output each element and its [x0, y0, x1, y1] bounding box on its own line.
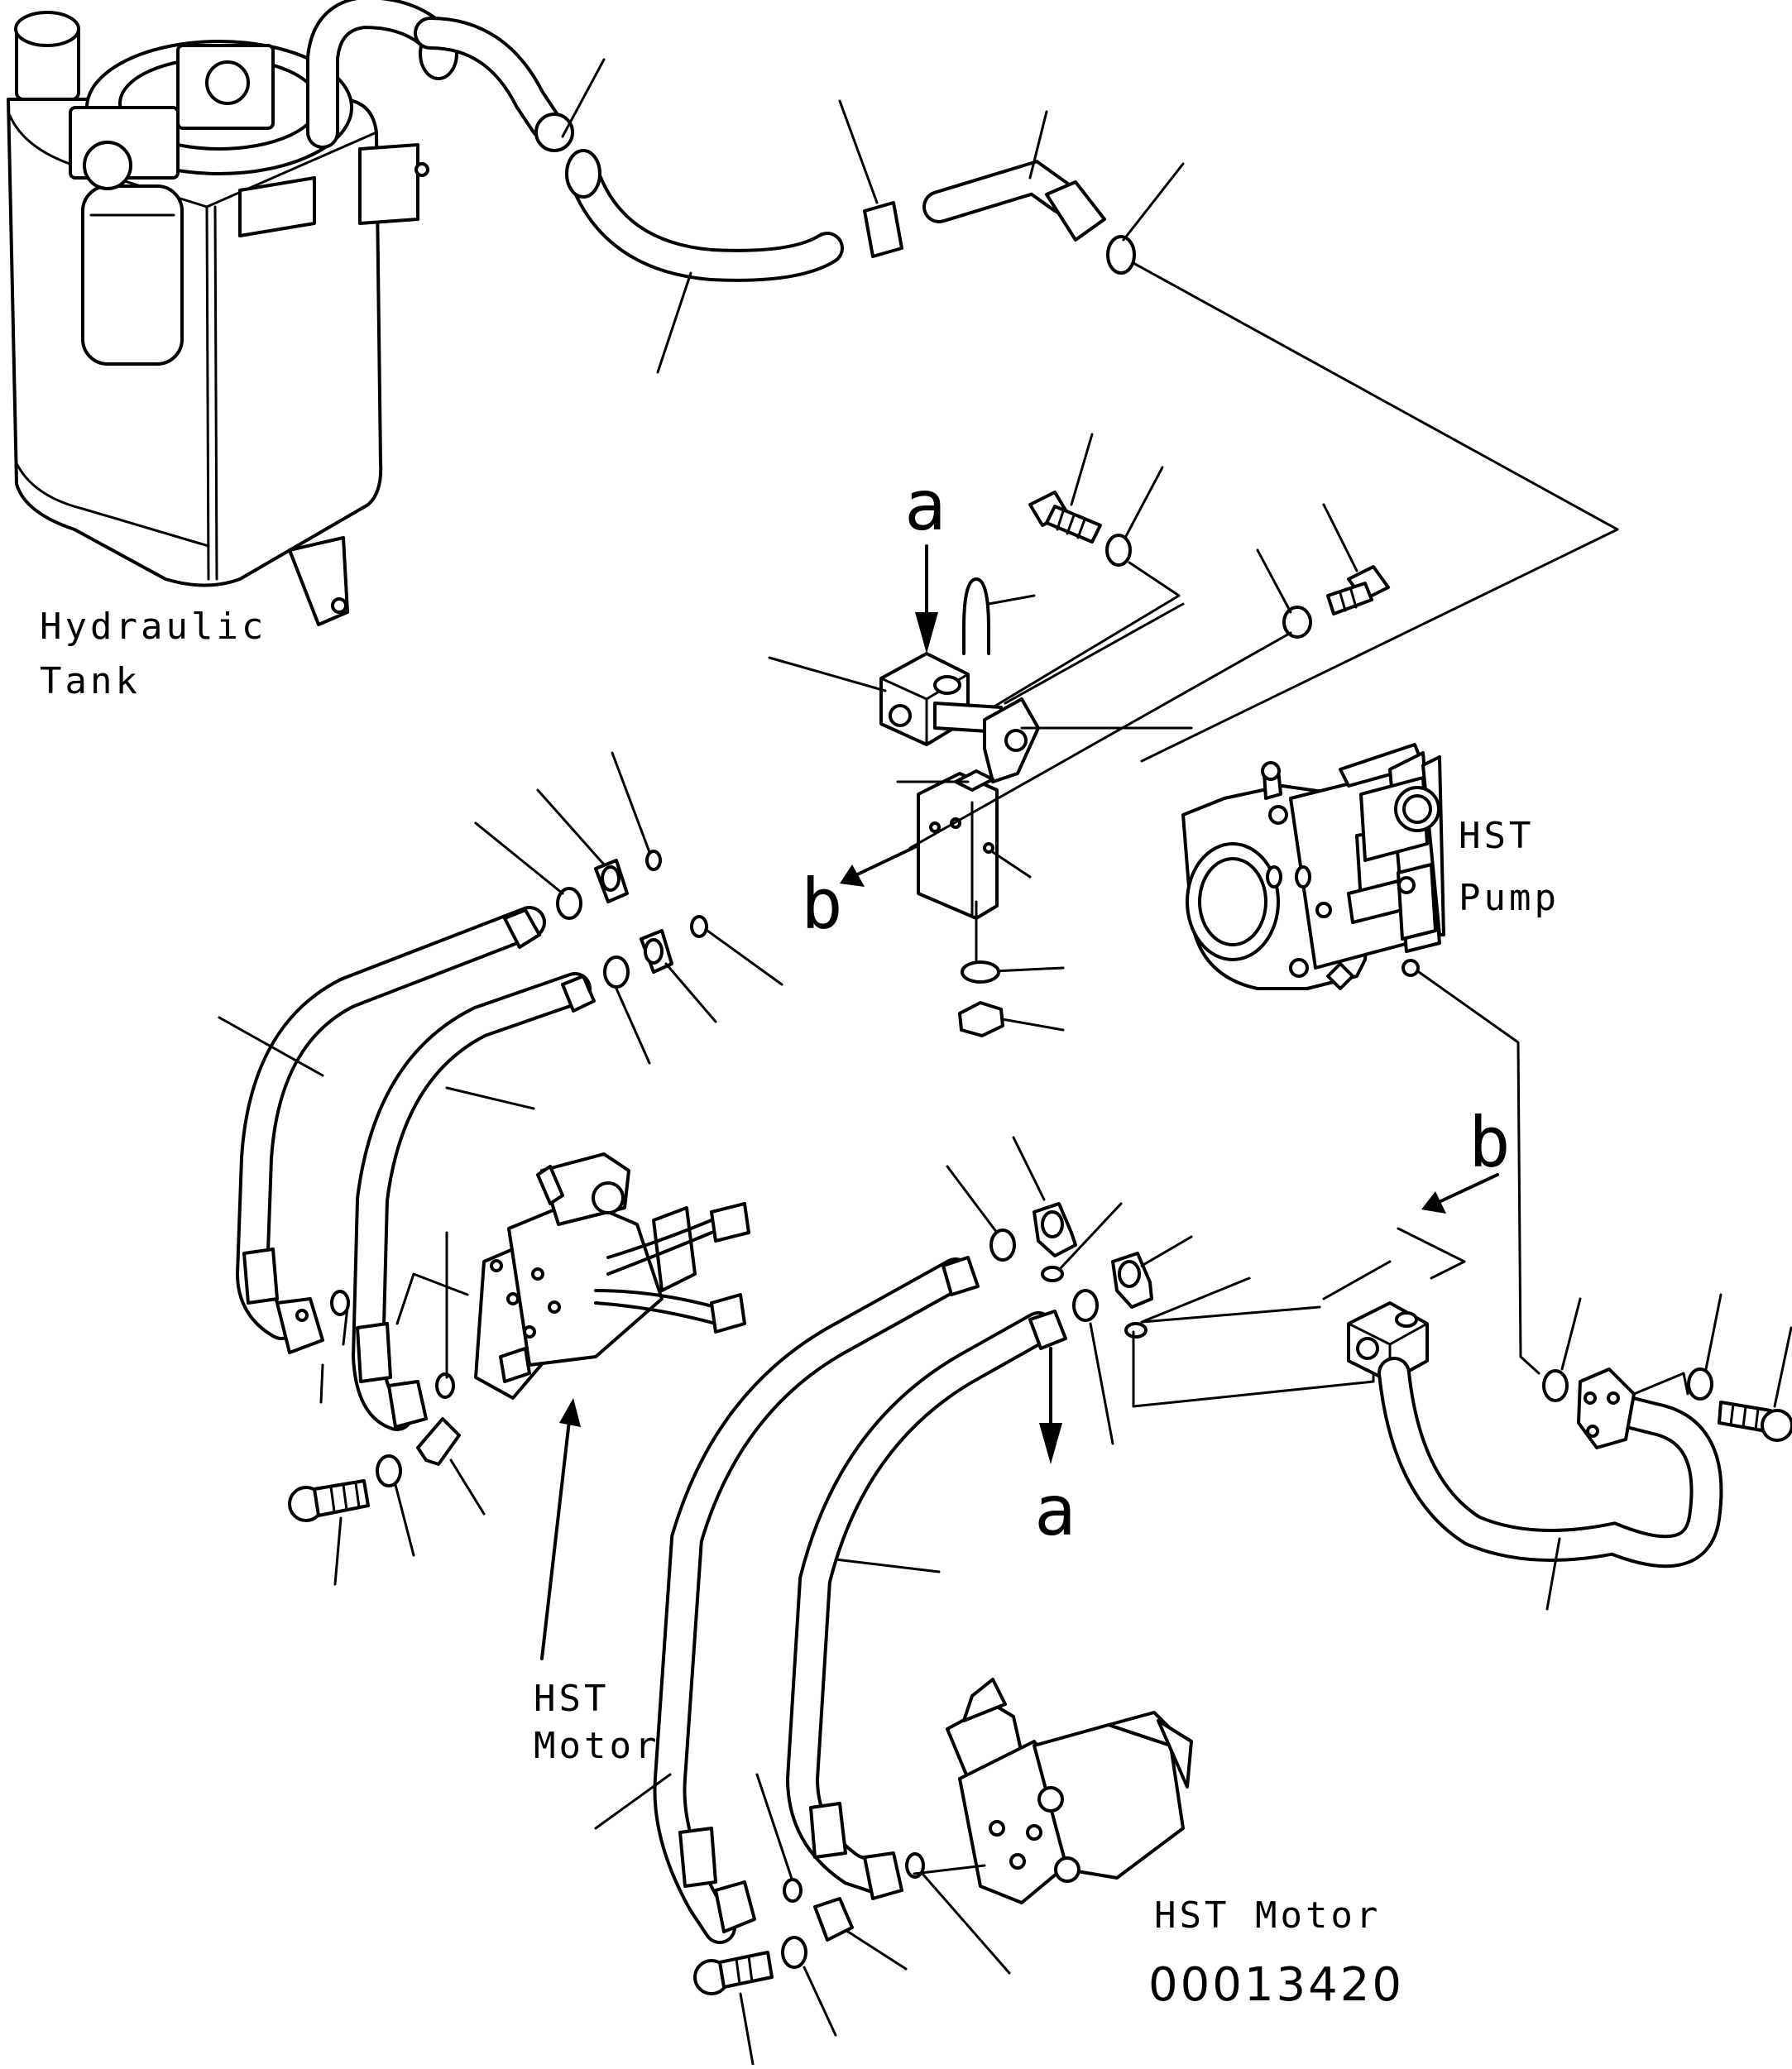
leader-lines-manifold — [768, 594, 1193, 1032]
hose-center-1 — [653, 1256, 980, 1944]
leader-lines-bottom-left — [333, 1458, 486, 1586]
bolt-upper-2 — [1326, 565, 1390, 615]
clamp-center — [813, 1897, 854, 1942]
bolt-center — [693, 1951, 774, 1995]
hose-center-2 — [785, 1310, 1067, 1900]
washer-upper-2 — [1282, 606, 1312, 639]
ref-mark-a-bottom: a — [1034, 1470, 1076, 1551]
arrow-b-right — [1434, 1173, 1499, 1205]
arrow-a-bottom-head — [1039, 1423, 1062, 1464]
hose-left-2 — [351, 972, 596, 1431]
washer-upper-1 — [1105, 534, 1132, 567]
arrow-motor-left — [540, 1405, 573, 1660]
oring-right — [1542, 1369, 1569, 1402]
arrow-b-left — [850, 844, 920, 879]
washer — [961, 960, 1000, 984]
hst-pump — [1181, 743, 1445, 990]
ref-mark-a-top: a — [904, 465, 946, 546]
bolt-right — [1718, 1401, 1792, 1442]
leader-lines-right — [1545, 1293, 1792, 1611]
hst-motor-left-label-line2: Motor — [534, 1725, 659, 1767]
ref-mark-b-right: b — [1469, 1102, 1511, 1183]
leader-lines-top — [561, 58, 1619, 763]
leader-b-block-2 — [1322, 1260, 1392, 1300]
arrow-b-right-head — [1421, 1191, 1446, 1214]
pipe-block-right — [1347, 1301, 1723, 1569]
hst-motor-left-label-line1: HST — [534, 1678, 609, 1720]
leader-lines-hoses-center — [594, 1558, 1011, 1975]
leader-lines-hoses-left — [218, 1016, 535, 1404]
suction-hose — [414, 17, 1136, 282]
washer-center — [781, 1936, 807, 1969]
fittings-center — [989, 1202, 1153, 1339]
hst-pump-label-line1: HST — [1459, 815, 1534, 857]
hst-motor-left — [474, 1152, 750, 1400]
leader-pump — [1417, 970, 1540, 1375]
arrow-a-top-head — [915, 612, 938, 654]
washer-right — [1687, 1367, 1713, 1401]
arrow-motor-left-head — [559, 1398, 581, 1427]
clamp-left — [416, 1417, 461, 1466]
nut — [958, 1001, 1004, 1037]
bolt-left — [288, 1479, 370, 1522]
hst-motor-right — [913, 1678, 1193, 1904]
leader-b-block — [1397, 1227, 1466, 1280]
leader-lines-fittings-left — [474, 751, 783, 1065]
hose-left-1 — [235, 906, 546, 1354]
hydraulic-tank-label-line1: Hydraulic — [40, 606, 266, 648]
hst-pump-label-line2: Pump — [1459, 877, 1560, 919]
hst-motor-right-label: HST Motor — [1154, 1894, 1381, 1937]
hydraulic-tank — [7, 0, 458, 626]
drawing-number: 00013420 — [1148, 1958, 1404, 2012]
hydraulic-tank-label-line2: Tank — [40, 660, 141, 702]
fittings-left — [556, 850, 708, 989]
arrow-b-left-head — [840, 864, 865, 887]
leader-lines-bolts — [908, 433, 1358, 850]
washer-left — [376, 1454, 402, 1487]
ref-mark-b-left: b — [801, 864, 843, 945]
bolt-upper-1 — [1028, 491, 1102, 544]
leader-lines-fittings-center — [946, 1136, 1396, 1445]
leader-lines-bottom-center — [739, 1930, 908, 2066]
